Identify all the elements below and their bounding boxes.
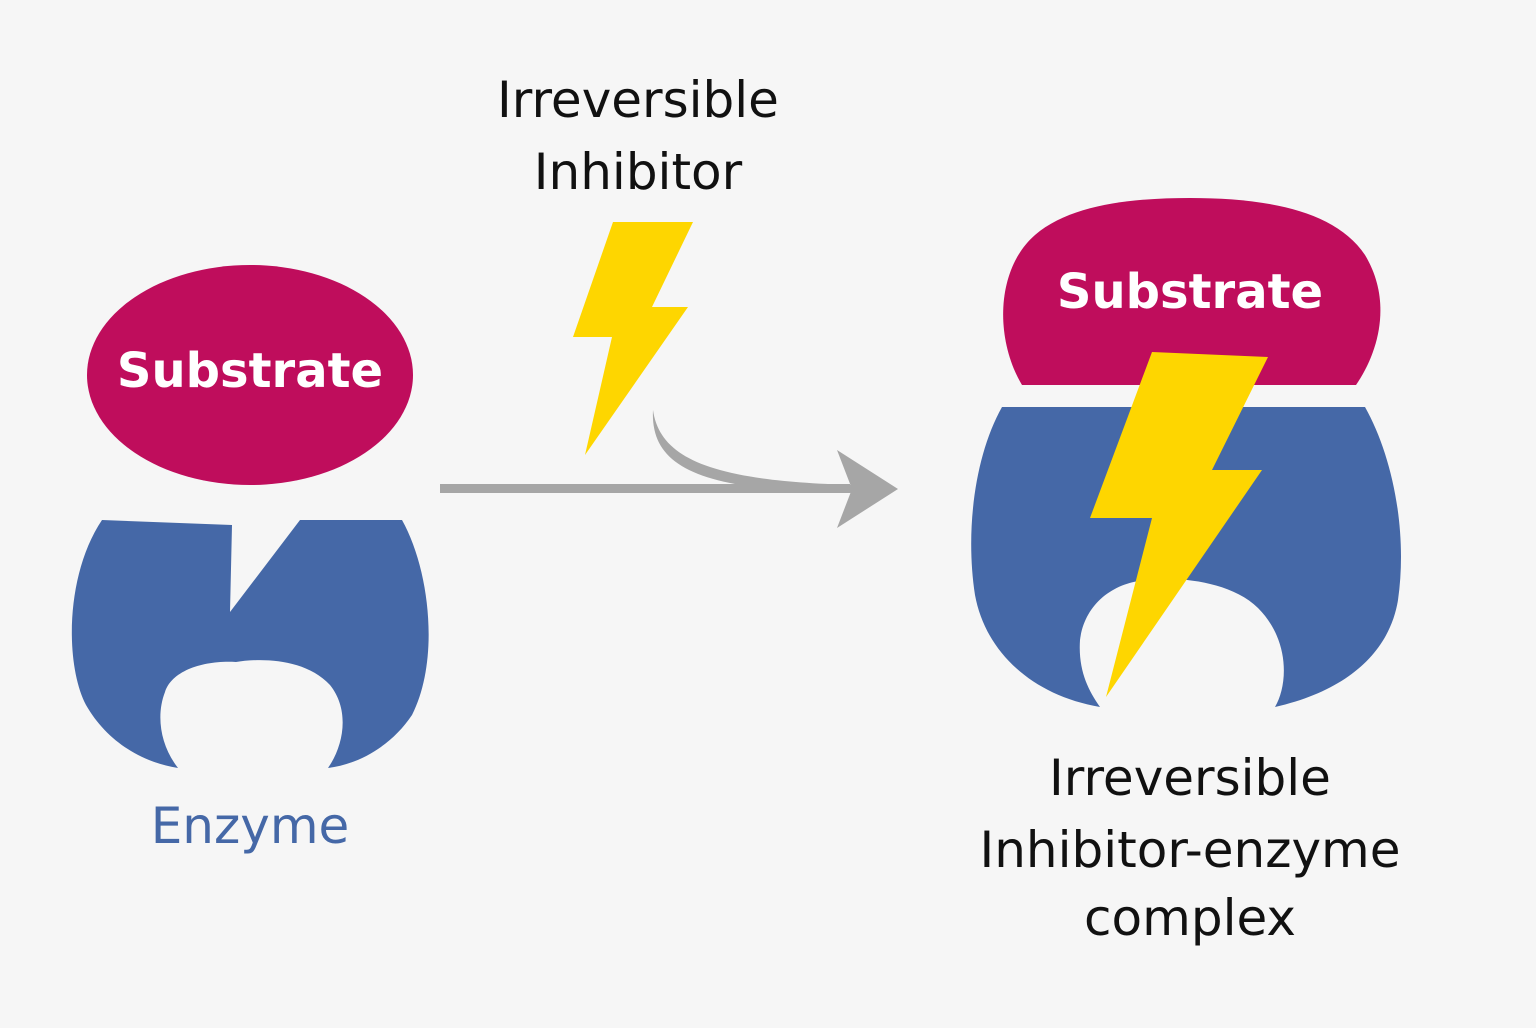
left-substrate-shape xyxy=(87,265,413,485)
complex-label-line3: complex xyxy=(1084,889,1296,947)
right-substrate-label: Substrate xyxy=(1056,264,1324,320)
right-substrate-shape xyxy=(1003,198,1381,385)
reaction-arrow-line xyxy=(440,484,850,493)
inhibitor-label-line2: Inhibitor xyxy=(533,143,743,201)
reaction-arrow-head xyxy=(837,450,898,528)
left-substrate-label: Substrate xyxy=(116,343,384,399)
complex-label-line1: Irreversible xyxy=(1049,749,1331,807)
complex-label-line2: Inhibitor-enzyme xyxy=(979,821,1401,879)
complex-bolt-icon xyxy=(1090,352,1268,697)
inhibitor-bolt-icon xyxy=(573,222,693,455)
inhibitor-label-line1: Irreversible xyxy=(497,71,779,129)
left-enzyme-shape xyxy=(71,520,429,768)
reaction-arrow xyxy=(440,410,898,528)
inhibitor-curve-arrow xyxy=(652,410,860,493)
enzyme-label: Enzyme xyxy=(150,797,350,855)
